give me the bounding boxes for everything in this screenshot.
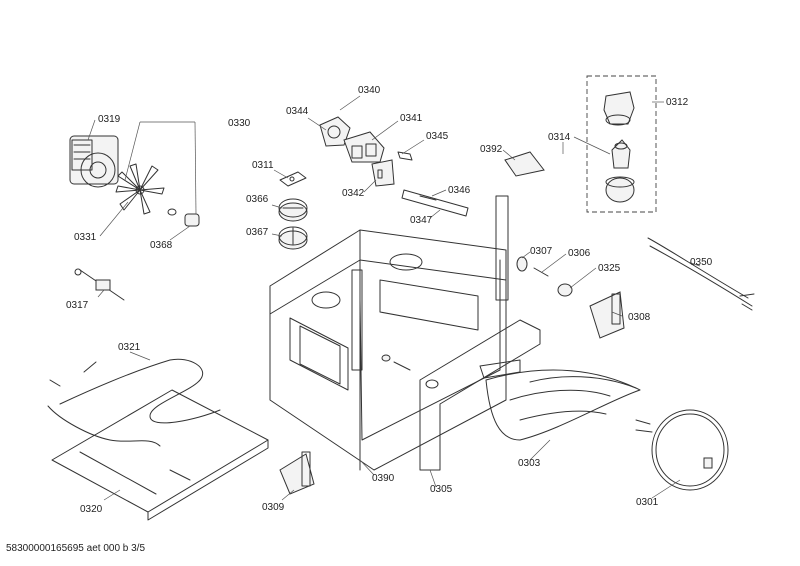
- clip-drawing: [279, 171, 307, 187]
- label-0392: 0392: [480, 144, 503, 155]
- fan-impeller-drawing: [115, 163, 165, 215]
- label-0321: 0321: [118, 342, 141, 353]
- screw-drawing: [381, 354, 411, 371]
- label-0345: 0345: [426, 131, 449, 142]
- label-0311: 0311: [252, 160, 274, 171]
- lower-heating-element-drawing: [47, 358, 221, 447]
- lamp-assembly-drawing: [586, 75, 657, 213]
- bracket-drawing-0309: [279, 451, 315, 495]
- bottom-tray-drawing: [51, 389, 269, 521]
- label-0307: 0307: [530, 246, 553, 257]
- label-0325: 0325: [598, 263, 621, 274]
- label-0317: 0317: [66, 300, 89, 311]
- fan-washer-drawing: [167, 208, 200, 227]
- control-rail-drawing: [401, 189, 469, 217]
- knob-drawing-upper: [278, 198, 308, 222]
- fan-motor-drawing: [69, 135, 119, 188]
- switch-cluster-drawing: [319, 116, 413, 187]
- label-0344: 0344: [286, 106, 309, 117]
- label-0347: 0347: [410, 215, 433, 226]
- document-reference: 58300000165695 aet 000 b 3/5: [6, 543, 146, 554]
- cable-harness-drawing: [647, 237, 755, 311]
- part-labels: 0319 0330 0331 0368 0311 0366 0367 0340 …: [66, 85, 713, 515]
- label-0367: 0367: [246, 227, 269, 238]
- label-0368: 0368: [150, 240, 173, 251]
- small-parts-drawing: [516, 256, 573, 297]
- label-0340: 0340: [358, 85, 381, 96]
- label-0341: 0341: [400, 113, 423, 124]
- label-0312: 0312: [666, 97, 689, 108]
- ring-element-drawing: [635, 409, 729, 491]
- label-0342: 0342: [342, 188, 365, 199]
- label-0320: 0320: [80, 504, 103, 515]
- bracket-drawing-0392: [504, 151, 545, 177]
- label-0319: 0319: [98, 114, 121, 125]
- label-0350: 0350: [690, 257, 713, 268]
- label-0346: 0346: [448, 185, 471, 196]
- label-0303: 0303: [518, 458, 541, 469]
- knob-drawing-lower: [278, 226, 308, 250]
- label-0308: 0308: [628, 312, 651, 323]
- label-0314: 0314: [548, 132, 571, 143]
- label-0309: 0309: [262, 502, 285, 513]
- support-frame-drawing: [419, 319, 541, 471]
- grill-element-drawing: [485, 369, 641, 441]
- leader-lines: [87, 95, 701, 501]
- label-0305: 0305: [430, 484, 453, 495]
- label-0390: 0390: [372, 473, 395, 484]
- label-0330: 0330: [228, 118, 251, 129]
- label-0366: 0366: [246, 194, 269, 205]
- label-0331: 0331: [74, 232, 97, 243]
- bracket-drawing-0308: [589, 291, 625, 339]
- label-0306: 0306: [568, 248, 591, 259]
- oven-cavity-drawing: [269, 195, 509, 471]
- label-0301: 0301: [636, 497, 659, 508]
- temperature-sensor-drawing: [74, 268, 125, 301]
